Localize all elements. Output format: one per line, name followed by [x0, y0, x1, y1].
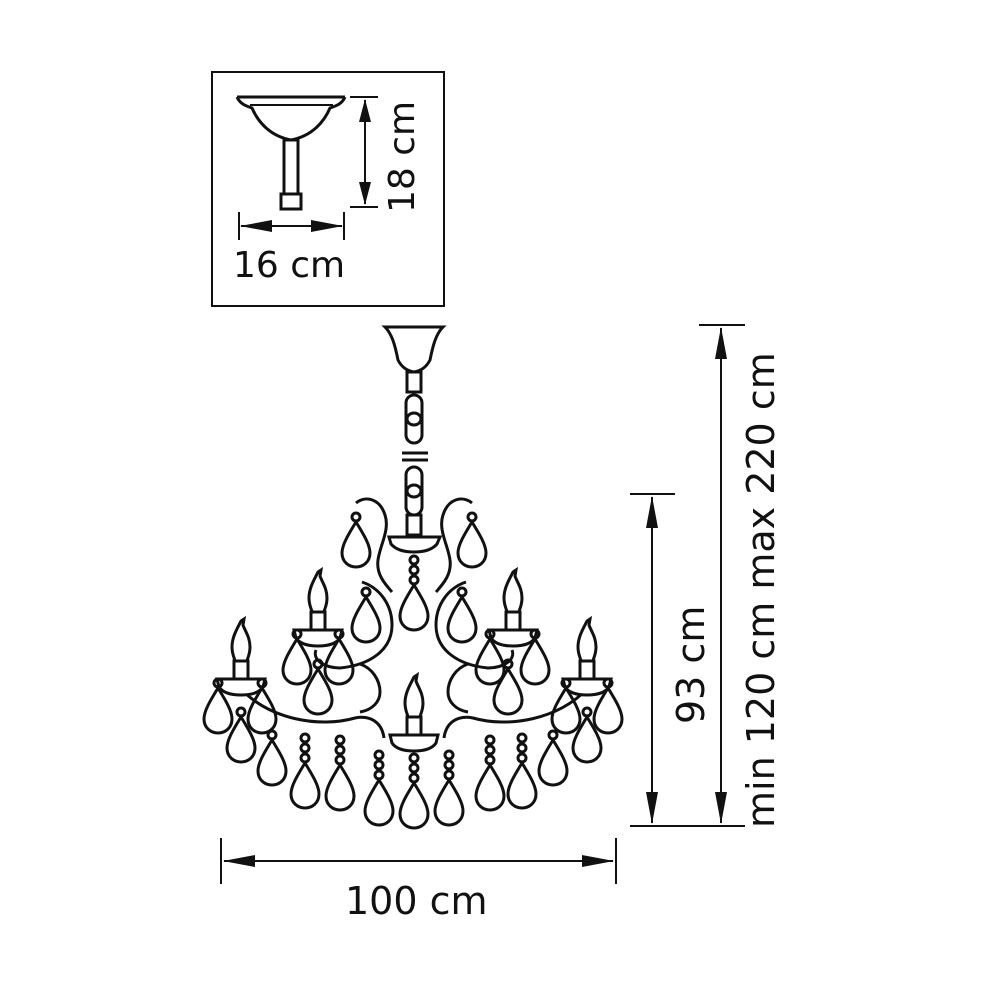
total-height-dimension [699, 324, 745, 824]
total-height-label: min 120 cm max 220 cm [739, 352, 783, 828]
width-dimension [220, 838, 617, 884]
crystal-drops [202, 511, 624, 830]
body-height-dimension [630, 493, 745, 827]
candle-center [388, 673, 440, 753]
body-height-label: 93 cm [669, 605, 713, 724]
inset-canopy-detail [211, 71, 445, 307]
inset-height-label: 18 cm [382, 100, 423, 213]
width-label: 100 cm [345, 879, 488, 923]
inset-width-label: 16 cm [233, 245, 346, 286]
